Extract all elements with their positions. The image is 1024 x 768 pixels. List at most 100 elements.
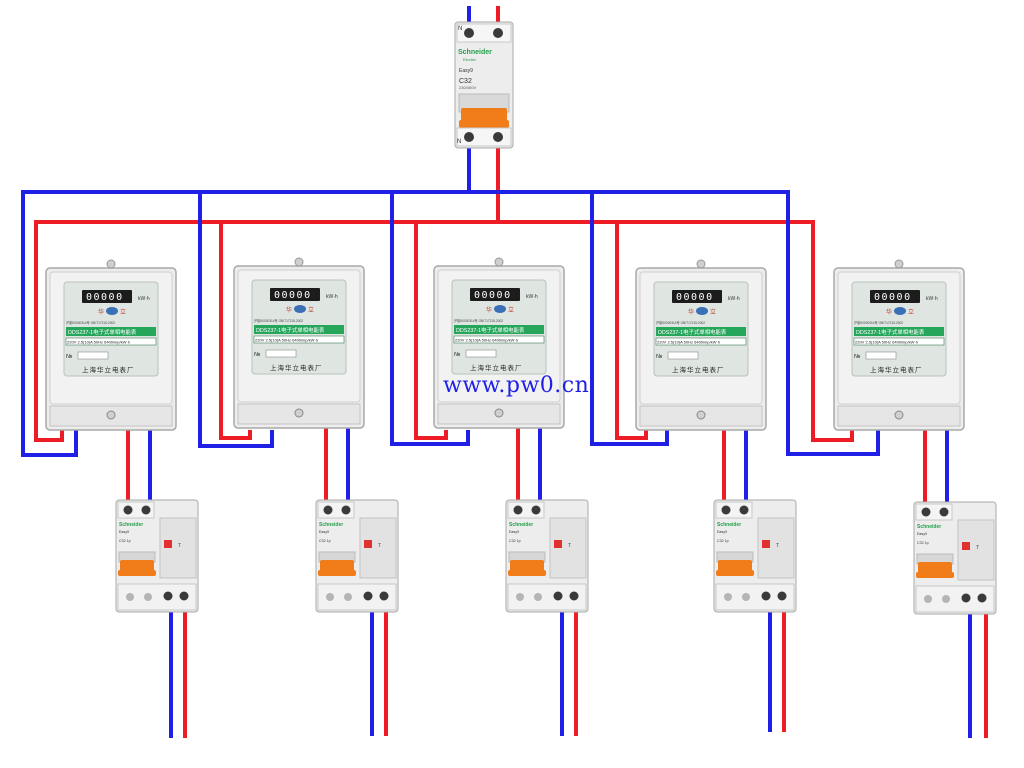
live-branch-3 (414, 220, 448, 440)
rcd-breaker-part (516, 593, 524, 601)
meter-logo-right: 立 (908, 308, 914, 316)
rcd-breaker-part (739, 505, 749, 515)
rcd-breaker-part (718, 560, 752, 572)
meter-1: 00000 kW·h 华 立 沪制00000314号 GB/T17215-200… (45, 259, 177, 431)
meter-maker: 上海华立电表厂 (870, 365, 923, 374)
meter-part (865, 351, 897, 360)
rcd-breaker-test: T (976, 545, 979, 551)
meter-part (454, 325, 544, 334)
meter-unit: kW·h (728, 296, 740, 302)
meter-part (494, 408, 504, 418)
rcd-breaker-3[interactable]: Schneider Easy9 C32 1p T (505, 499, 589, 613)
meter-part (870, 290, 920, 303)
meter-specs: 220V 2.5(10)A 50Hz 6400imp/kW·h (255, 338, 318, 343)
main-breaker-n-bottom: N (457, 139, 461, 145)
rcd-breaker-2[interactable]: Schneider Easy9 C32 1p T (315, 499, 399, 613)
rcd-breaker-4[interactable]: Schneider Easy9 C32 1p T (713, 499, 797, 613)
rcd-breaker-part (777, 591, 787, 601)
live-branch-4 (615, 220, 648, 440)
meter-4: 00000 kW·h 华 立 沪制00000314号 GB/T17215-200… (635, 259, 767, 431)
neutral-branch-2 (198, 190, 274, 448)
rcd-breaker-part (363, 591, 373, 601)
meter-no-label: № (656, 353, 662, 360)
rcd-breaker-part (962, 542, 970, 550)
neutral-branch-4 (590, 190, 669, 446)
rcd-breaker-part (554, 540, 562, 548)
meter-part (294, 257, 304, 267)
meter-unit: kW·h (526, 294, 538, 300)
rcd-breaker-part (318, 570, 356, 576)
meter-part (77, 351, 109, 360)
rcd-breaker-part (164, 540, 172, 548)
main-terminal-live-in (493, 28, 503, 38)
main-terminal-neutral-out (464, 132, 474, 142)
rcd-breaker-part (320, 560, 354, 572)
meter-model: DDS237-1电子式单相电能表 (658, 328, 727, 336)
meter-cert: 沪制00000314号 GB/T17215-2002 (254, 318, 303, 323)
meter-part (696, 410, 706, 420)
rcd-breaker-part (569, 591, 579, 601)
rcd-breaker-5[interactable]: Schneider Easy9 C32 1p T (913, 501, 997, 615)
meter-cert: 沪制00000314号 GB/T17215-2002 (656, 320, 705, 325)
meter-part (465, 349, 497, 358)
meter-logo-right: 立 (308, 306, 314, 314)
meter-logo-right: 立 (120, 308, 126, 316)
meter-part (294, 408, 304, 418)
rcd-breaker-part (531, 505, 541, 515)
rcd-breaker-part (179, 591, 189, 601)
meter-logo-left: 华 (486, 306, 492, 314)
meter-part (106, 307, 118, 315)
rcd-breaker-model: Easy9 (319, 530, 329, 534)
rcd-breaker-part (921, 507, 931, 517)
rcd-breaker-brand: Schneider (917, 524, 941, 530)
meter-part (253, 335, 345, 344)
rcd-breaker-part (120, 560, 154, 572)
live-branch-1 (34, 220, 64, 442)
rcd-breaker-1[interactable]: Schneider Easy9 C32 1p T (115, 499, 199, 613)
rcd-breaker-part (961, 593, 971, 603)
rcd-breaker-brand: Schneider (717, 522, 741, 528)
rcd-breaker-model: Easy9 (917, 532, 927, 536)
rcd-breaker-test: T (776, 543, 779, 549)
meter-part (854, 327, 944, 336)
neutral-branch-1 (21, 190, 78, 457)
meter-logo-right: 立 (508, 306, 514, 314)
rcd-breaker-brand: Schneider (119, 522, 143, 528)
meter-no-label: № (854, 353, 860, 360)
rcd-breaker-part (942, 595, 950, 603)
meter-counter: 00000 (86, 292, 124, 303)
rcd-breaker-part (916, 572, 954, 578)
rcd-breaker-part (341, 505, 351, 515)
main-breaker-rating-sub: 230/400V (459, 85, 476, 90)
rcd-breaker-part (918, 562, 952, 574)
meter-part (696, 259, 706, 269)
meter-maker: 上海华立电表厂 (470, 363, 523, 372)
meter-maker: 上海华立电表厂 (270, 363, 323, 372)
rcd-breaker-part (742, 593, 750, 601)
main-breaker-handle-face (459, 120, 509, 128)
meter-specs: 220V 2.5(10)A 50Hz 6400imp/kW·h (855, 340, 918, 345)
rcd-breaker-part (716, 570, 754, 576)
meter-specs: 220V 2.5(10)A 50Hz 6400imp/kW·h (67, 340, 130, 345)
rcd-breaker-part (761, 591, 771, 601)
rcd-breaker-part (939, 507, 949, 517)
main-breaker-handle[interactable] (461, 108, 507, 122)
main-breaker-brand: Schneider (458, 49, 492, 56)
rcd-breaker-part (510, 560, 544, 572)
rcd-breaker-rating: C32 1p (119, 539, 131, 543)
meter-2: 00000 kW·h 华 立 沪制00000314号 GB/T17215-200… (233, 257, 365, 429)
meter-part (82, 290, 132, 303)
meter-model: DDS237-1电子式单相电能表 (856, 328, 925, 336)
live-branch-5 (811, 220, 854, 442)
meter-counter: 00000 (676, 292, 714, 303)
main-breaker[interactable]: N Schneider Electric Easy9 C32 230/400V … (454, 21, 514, 149)
rcd-breaker-part (123, 505, 133, 515)
rcd-breaker-part (977, 593, 987, 603)
meter-part (894, 307, 906, 315)
meter-part (494, 257, 504, 267)
meter-unit: kW·h (326, 294, 338, 300)
meter-5: 00000 kW·h 华 立 沪制00000314号 GB/T17215-200… (833, 259, 965, 431)
meter-part (853, 337, 945, 346)
meter-model: DDS237-1电子式单相电能表 (456, 326, 525, 334)
meter-maker: 上海华立电表厂 (672, 365, 725, 374)
